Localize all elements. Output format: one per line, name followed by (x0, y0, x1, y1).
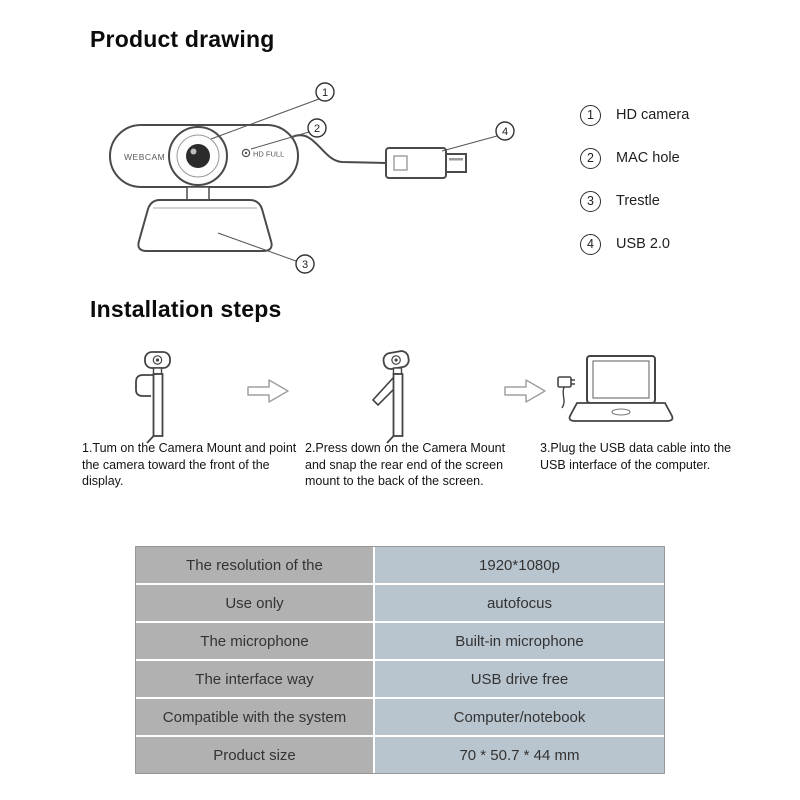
callout-3-num: 3 (302, 259, 308, 271)
spec-value-size: 70 * 50.7 * 44 mm (375, 737, 664, 773)
usb-connector (385, 147, 447, 179)
mic-hole-icon (241, 148, 251, 158)
installation-step-3-text: 3.Plug the USB data cable into the USB i… (540, 441, 732, 472)
webcam-neck (186, 186, 210, 201)
lens-pupil (186, 144, 210, 168)
spec-label-size: Product size (136, 737, 373, 773)
legend-item-label: Trestle (616, 193, 660, 209)
trestle (137, 199, 273, 252)
installation-step-1-text: 1.Tum on the Camera Mount and point the … (82, 441, 297, 488)
spec-value-interface: USB drive free (375, 661, 664, 697)
callout-1-num: 1 (322, 87, 328, 99)
legend-num-badge: 4 (580, 233, 601, 255)
usb-metal-tip (445, 153, 467, 173)
spec-value-microphone: Built-in microphone (375, 623, 664, 659)
step-arrow-icon (504, 379, 546, 403)
lens-mid-ring (176, 134, 220, 178)
callout-2-num: 2 (314, 123, 320, 135)
spec-value-compatibility: Computer/notebook (375, 699, 664, 735)
product-drawing-heading: Product drawing (90, 26, 275, 52)
installation-step-1-icon (135, 351, 171, 444)
legend-item-label: HD camera (616, 107, 690, 123)
callout-3-marker (295, 254, 315, 274)
installation-steps-heading: Installation steps (90, 296, 282, 322)
installation-step-2-icon (371, 350, 410, 444)
installation-step-3-icon (557, 355, 674, 422)
legend-num-badge: 3 (580, 190, 601, 212)
legend-item-trestle: 3 Trestle (580, 189, 689, 213)
legend-item-label: USB 2.0 (616, 236, 670, 252)
legend-num-badge: 2 (580, 147, 601, 169)
step-arrow-icon (247, 379, 289, 403)
callout-1-line (210, 98, 320, 140)
callout-3-line (217, 232, 297, 262)
spec-label-interface: The interface way (136, 661, 373, 697)
spec-label-compatibility: Compatible with the system (136, 699, 373, 735)
callout-2-line (250, 131, 310, 150)
installation-step-2-text: 2.Press down on the Camera Mount and sna… (305, 441, 506, 488)
usb-plug-icon (557, 376, 572, 388)
mic-hole-dot (244, 151, 248, 155)
callout-4-num: 4 (502, 126, 508, 138)
spec-value-resolution: 1920*1080p (375, 547, 664, 583)
legend-num-badge: 1 (580, 104, 601, 126)
legend-item-label: MAC hole (616, 150, 680, 166)
webcam-brand-text: WEBCAM (124, 152, 165, 162)
parts-legend: 1 HD camera 2 MAC hole 3 Trestle 4 USB 2… (580, 103, 689, 256)
spec-label-resolution: The resolution of the (136, 547, 373, 583)
spec-table: The resolution of the 1920*1080p Use onl… (135, 546, 665, 774)
legend-item-usb: 4 USB 2.0 (580, 232, 689, 256)
callout-2-marker (307, 118, 327, 138)
callout-1-marker (315, 82, 335, 102)
callout-4-line (441, 135, 498, 152)
legend-item-mac-hole: 2 MAC hole (580, 146, 689, 170)
spec-label-focus: Use only (136, 585, 373, 621)
usb-tip-slot (449, 158, 463, 161)
usb-connector-detail (393, 155, 408, 171)
legend-item-hd-camera: 1 HD camera (580, 103, 689, 127)
webcam-diagram: WEBCAM HD FULL 1 2 3 4 (109, 82, 515, 274)
callout-4-marker (495, 121, 515, 141)
spec-label-microphone: The microphone (136, 623, 373, 659)
usb-cable (291, 134, 387, 164)
hd-full-text: HD FULL (253, 150, 284, 159)
spec-value-focus: autofocus (375, 585, 664, 621)
lens-highlight (190, 148, 197, 155)
